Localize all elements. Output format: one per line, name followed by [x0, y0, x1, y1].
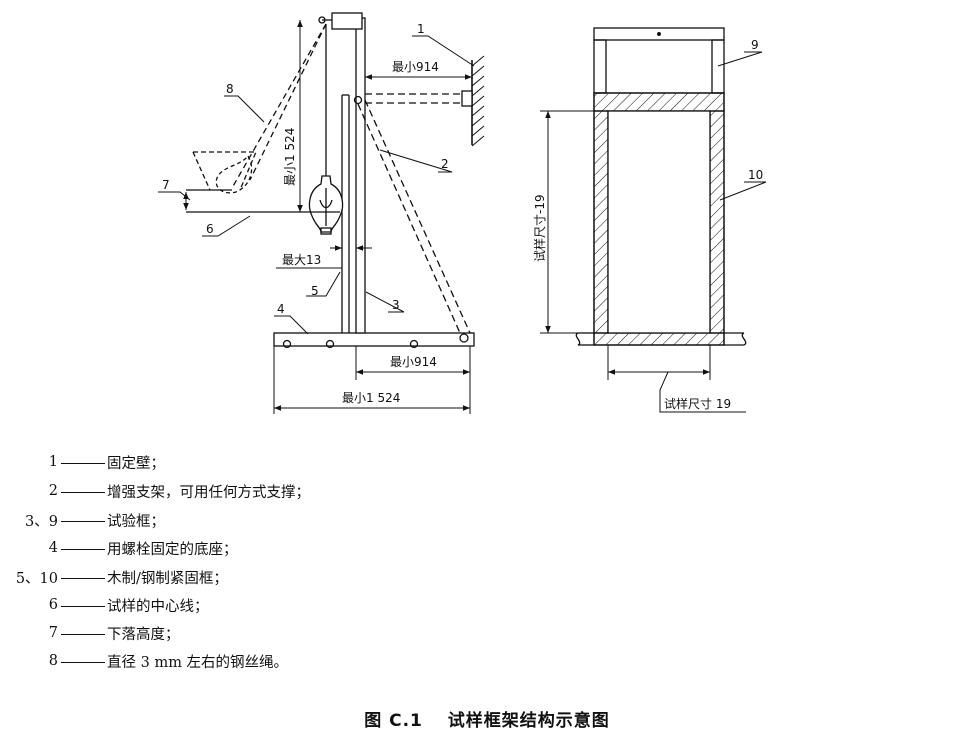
main-post — [355, 17, 366, 334]
side-view — [186, 12, 485, 349]
dim-min1524-vertical: 最小1 524 — [283, 128, 297, 186]
legend-dash — [61, 605, 105, 607]
legend-number: 5、10 — [15, 570, 58, 587]
side-view-dimensions — [183, 20, 472, 414]
callout-1: 1 — [417, 22, 425, 36]
frame-structure-diagram: 1 2 3 4 5 6 7 8 9 10 最小914 最小1 524 最大13 … — [158, 12, 767, 414]
front-view — [575, 27, 747, 346]
legend-item: 2 增强支架，可用任何方式支撑； — [0, 479, 310, 503]
dim-min1524-bottom: 最小1 524 — [342, 391, 400, 405]
legend-item: 4 用螺栓固定的底座； — [0, 536, 238, 560]
legend-text: 试验框； — [107, 513, 165, 530]
dim-max13: 最大13 — [282, 253, 321, 267]
callout-2: 2 — [441, 157, 449, 171]
legend-text: 增强支架，可用任何方式支撑； — [107, 484, 310, 501]
legend-number: 2 — [48, 483, 58, 499]
figure-number: 图 C.1 — [364, 711, 423, 731]
legend-number: 4 — [48, 540, 58, 556]
legend-text: 直径 3 mm 左右的钢丝绳。 — [107, 654, 289, 671]
dimension-labels: 最小914 最小1 524 最大13 最小914 最小1 524 试样尺寸-19… — [282, 60, 731, 411]
callout-7: 7 — [162, 178, 170, 192]
legend-dash — [61, 577, 105, 579]
specimen-bulb — [308, 175, 344, 235]
legend-text: 试样的中心线； — [107, 598, 209, 615]
legend-text: 木制/钢制紧固框； — [107, 570, 228, 587]
legend-number: 6 — [48, 597, 58, 613]
dim-min914-top: 最小914 — [392, 60, 439, 74]
side-view-leaders — [158, 35, 475, 335]
callout-labels: 1 2 3 4 5 6 7 8 9 10 — [162, 22, 763, 316]
front-view-dimensions — [540, 51, 767, 413]
legend-item: 5、10 木制/钢制紧固框； — [0, 565, 228, 589]
figure-title: 试样框架结构示意图 — [447, 711, 610, 731]
legend-number: 8 — [48, 653, 58, 669]
callout-4: 4 — [277, 302, 285, 316]
legend-item: 8 直径 3 mm 左右的钢丝绳。 — [0, 649, 288, 673]
legend-dash — [61, 548, 105, 550]
callout-8: 8 — [226, 82, 234, 96]
legend-item: 7 下落高度； — [0, 621, 180, 645]
callout-5: 5 — [311, 284, 319, 298]
legend-text: 用螺栓固定的底座； — [107, 541, 238, 558]
legend-item: 1 固定壁； — [0, 450, 165, 474]
callout-3: 3 — [392, 298, 400, 312]
legend-item: 3、9 试验框； — [0, 508, 165, 532]
dim-specimen-vertical: 试样尺寸-19 — [532, 194, 547, 262]
legend-dash — [61, 520, 105, 522]
legend-dash — [61, 491, 105, 493]
legend-text: 固定壁； — [107, 455, 165, 472]
legend-dash — [61, 633, 105, 635]
legend-number: 1 — [48, 454, 58, 470]
callout-10: 10 — [748, 168, 763, 182]
figure-caption: 图 C.1 试样框架结构示意图 — [0, 706, 974, 731]
dim-min914-bottom: 最小914 — [390, 355, 437, 369]
legend-dash — [61, 661, 105, 663]
legend-number: 3、9 — [25, 513, 58, 530]
dim-specimen-bottom: 试样尺寸 19 — [664, 396, 731, 411]
top-block — [331, 12, 363, 30]
fastening-frame-hatched — [593, 92, 725, 346]
test-frame-upper — [593, 27, 725, 41]
legend-text: 下落高度； — [107, 626, 180, 643]
legend-dash — [61, 462, 105, 464]
base-plate — [273, 332, 475, 347]
callout-9: 9 — [751, 38, 759, 52]
legend-number: 7 — [48, 625, 58, 641]
callout-6: 6 — [206, 222, 214, 236]
legend-item: 6 试样的中心线； — [0, 593, 209, 617]
